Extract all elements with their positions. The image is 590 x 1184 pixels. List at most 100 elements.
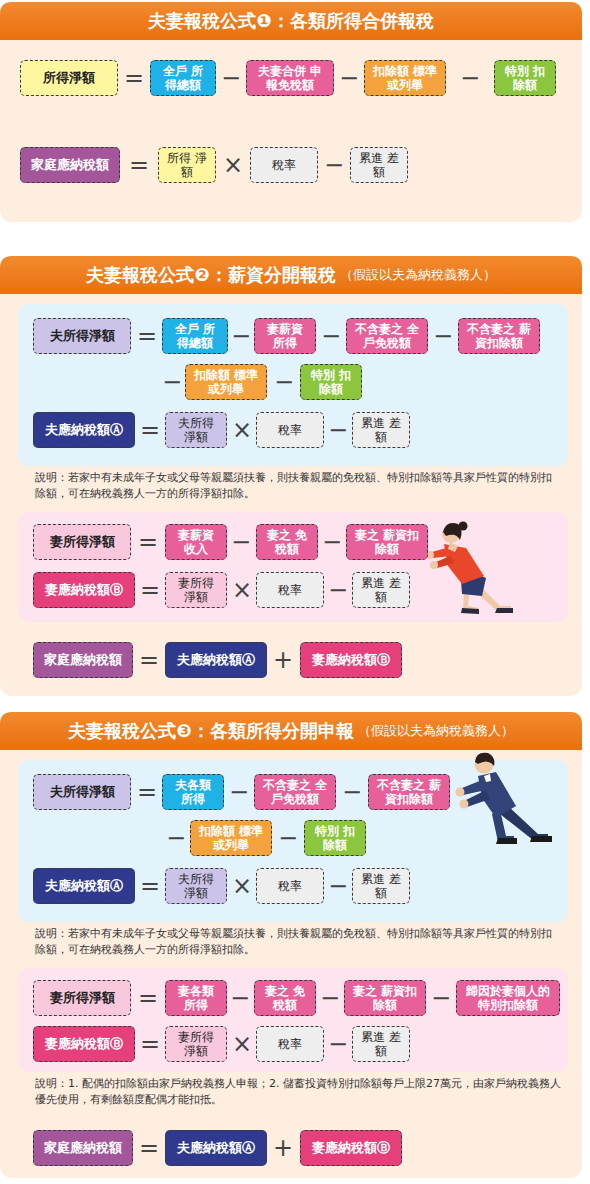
formula-box: 累進 差額 (350, 147, 408, 183)
operator-sign: × (230, 874, 254, 898)
formula-box: 妻薪資 所得 (254, 318, 316, 354)
formula-box: 家庭應納稅額 (33, 1130, 133, 1166)
box-text: 妻之 薪資扣除額 (353, 528, 421, 557)
husband-panel (18, 304, 568, 466)
box-text: 累進 差額 (357, 151, 401, 180)
box-text: 全戶 所得總額 (169, 322, 221, 351)
section-title: 夫妻報稅公式❷：薪資分開報稅 (86, 263, 335, 287)
formula-box: 家庭應納稅額 (20, 147, 120, 183)
operator-sign: − (164, 826, 188, 850)
operator-sign: − (318, 986, 342, 1010)
formula-box: 扣除額 標準或列舉 (185, 364, 267, 400)
box-text: 夫應納稅額Ⓐ (177, 652, 255, 668)
formula-box: 家庭應納稅額 (33, 642, 133, 678)
formula-box: 累進 差額 (352, 868, 410, 904)
box-text: 夫應納稅額Ⓐ (45, 878, 123, 894)
formula-box: 特別 扣除額 (494, 60, 556, 96)
box-text: 所得 淨額 (165, 151, 209, 180)
formula-box: 夫應納稅額Ⓐ (165, 1130, 267, 1166)
box-text: 不含妻之 薪資扣除額 (375, 778, 443, 807)
section-title: 夫妻報稅公式❶：各類所得合併報稅 (148, 9, 433, 33)
formula-box: 妻各類 所得 (165, 980, 227, 1016)
formula-box: 夫所得 淨額 (165, 412, 227, 448)
box-text: 所得淨額 (43, 70, 95, 86)
box-text: 稅率 (278, 1037, 302, 1051)
formula-box: 累進 差額 (352, 572, 410, 608)
formula-box: 妻應納稅額Ⓑ (300, 1130, 402, 1166)
wife-panel (18, 968, 568, 1072)
operator-sign: = (136, 530, 160, 554)
box-text: 家庭應納稅額 (44, 652, 122, 668)
formula-box: 妻所得淨額 (33, 980, 131, 1016)
operator-sign: = (127, 153, 151, 177)
formula-box: 所得 淨額 (158, 147, 216, 183)
box-text: 妻應納稅額Ⓑ (45, 582, 123, 598)
formula-box: 夫應納稅額Ⓐ (165, 642, 267, 678)
operator-sign: + (271, 648, 295, 672)
wife-panel (18, 512, 568, 622)
formula-box: 妻之 免稅額 (254, 980, 316, 1016)
section-panel (0, 256, 582, 696)
operator-sign: − (326, 578, 350, 602)
formula-box: 夫所得淨額 (33, 318, 131, 354)
operator-sign: − (228, 986, 252, 1010)
box-text: 妻之 薪資扣除額 (351, 984, 419, 1013)
box-text: 不含妻之 全戶免稅額 (353, 322, 421, 351)
operator-sign: − (319, 324, 343, 348)
formula-box: 稅率 (256, 572, 324, 608)
box-text: 夫應納稅額Ⓐ (177, 1140, 255, 1156)
formula-box: 扣除額 標準或列舉 (364, 60, 446, 96)
section-header: 夫妻報稅公式❶：各類所得合併報稅 (0, 2, 582, 40)
formula-box: 不含妻之 全戶免稅額 (254, 774, 336, 810)
box-text: 妻所得淨額 (50, 534, 115, 550)
operator-sign: − (326, 1032, 350, 1056)
man-pushing-illustration (456, 753, 553, 844)
formula-box: 累進 差額 (352, 412, 410, 448)
operator-sign: − (272, 370, 296, 394)
operator-sign: = (136, 986, 160, 1010)
operator-sign: − (320, 530, 344, 554)
box-text: 妻薪資 收入 (172, 528, 220, 557)
formula-box: 特別 扣除額 (300, 364, 362, 400)
box-text: 妻各類 所得 (172, 984, 220, 1013)
operator-sign: = (138, 418, 162, 442)
operator-sign: − (458, 66, 482, 90)
formula-box: 稅率 (256, 412, 324, 448)
operator-sign: = (137, 1136, 161, 1160)
operator-sign: − (337, 66, 361, 90)
box-text: 累進 差額 (359, 872, 403, 901)
operator-sign: + (271, 1136, 295, 1160)
note-text: 說明：若家中有未成年子女或父母等親屬須扶養，則扶養親屬的免稅額、特別扣除額等具家… (35, 926, 560, 958)
box-text: 累進 差額 (359, 576, 403, 605)
box-text: 妻之 免稅額 (263, 528, 311, 557)
formula-box: 妻所得淨額 (33, 524, 131, 560)
operator-sign: − (429, 986, 453, 1010)
box-text: 特別 扣除額 (311, 824, 359, 853)
formula-box: 所得淨額 (20, 60, 118, 96)
box-text: 夫所得淨額 (50, 328, 115, 344)
formula-box: 妻應納稅額Ⓑ (33, 572, 135, 608)
formula-box: 妻之 免稅額 (256, 524, 318, 560)
operator-sign: = (135, 324, 159, 348)
formula-box: 稅率 (256, 1026, 324, 1062)
box-text: 不含妻之 全戶免稅額 (261, 778, 329, 807)
note-text: 說明：若家中有未成年子女或父母等親屬須扶養，則扶養親屬的免稅額、特別扣除額等具家… (35, 470, 560, 502)
operator-sign: − (229, 324, 253, 348)
operator-sign: × (230, 1032, 254, 1056)
operator-sign: × (221, 153, 245, 177)
box-text: 夫各類 所得 (169, 778, 217, 807)
box-text: 扣除額 標準或列舉 (192, 368, 260, 397)
formula-section: 夫妻報稅公式❶：各類所得合併報稅所得淨額全戶 所得總額夫妻合併 申報免稅額扣除額… (0, 2, 582, 222)
formula-box: 全戶 所得總額 (150, 60, 216, 96)
formula-box: 特別 扣除額 (304, 820, 366, 856)
box-text: 不含妻之 薪資扣除額 (465, 322, 533, 351)
formula-box: 稅率 (256, 868, 324, 904)
formula-box: 妻之 薪資扣除額 (344, 980, 426, 1016)
operator-sign: = (138, 1032, 162, 1056)
formula-box: 夫所得淨額 (33, 774, 131, 810)
box-text: 累進 差額 (359, 1030, 403, 1059)
operator-sign: − (276, 826, 300, 850)
formula-box: 夫各類 所得 (162, 774, 224, 810)
formula-box: 歸因於妻個人的 特別扣除額 (456, 980, 560, 1016)
operator-sign: = (137, 648, 161, 672)
